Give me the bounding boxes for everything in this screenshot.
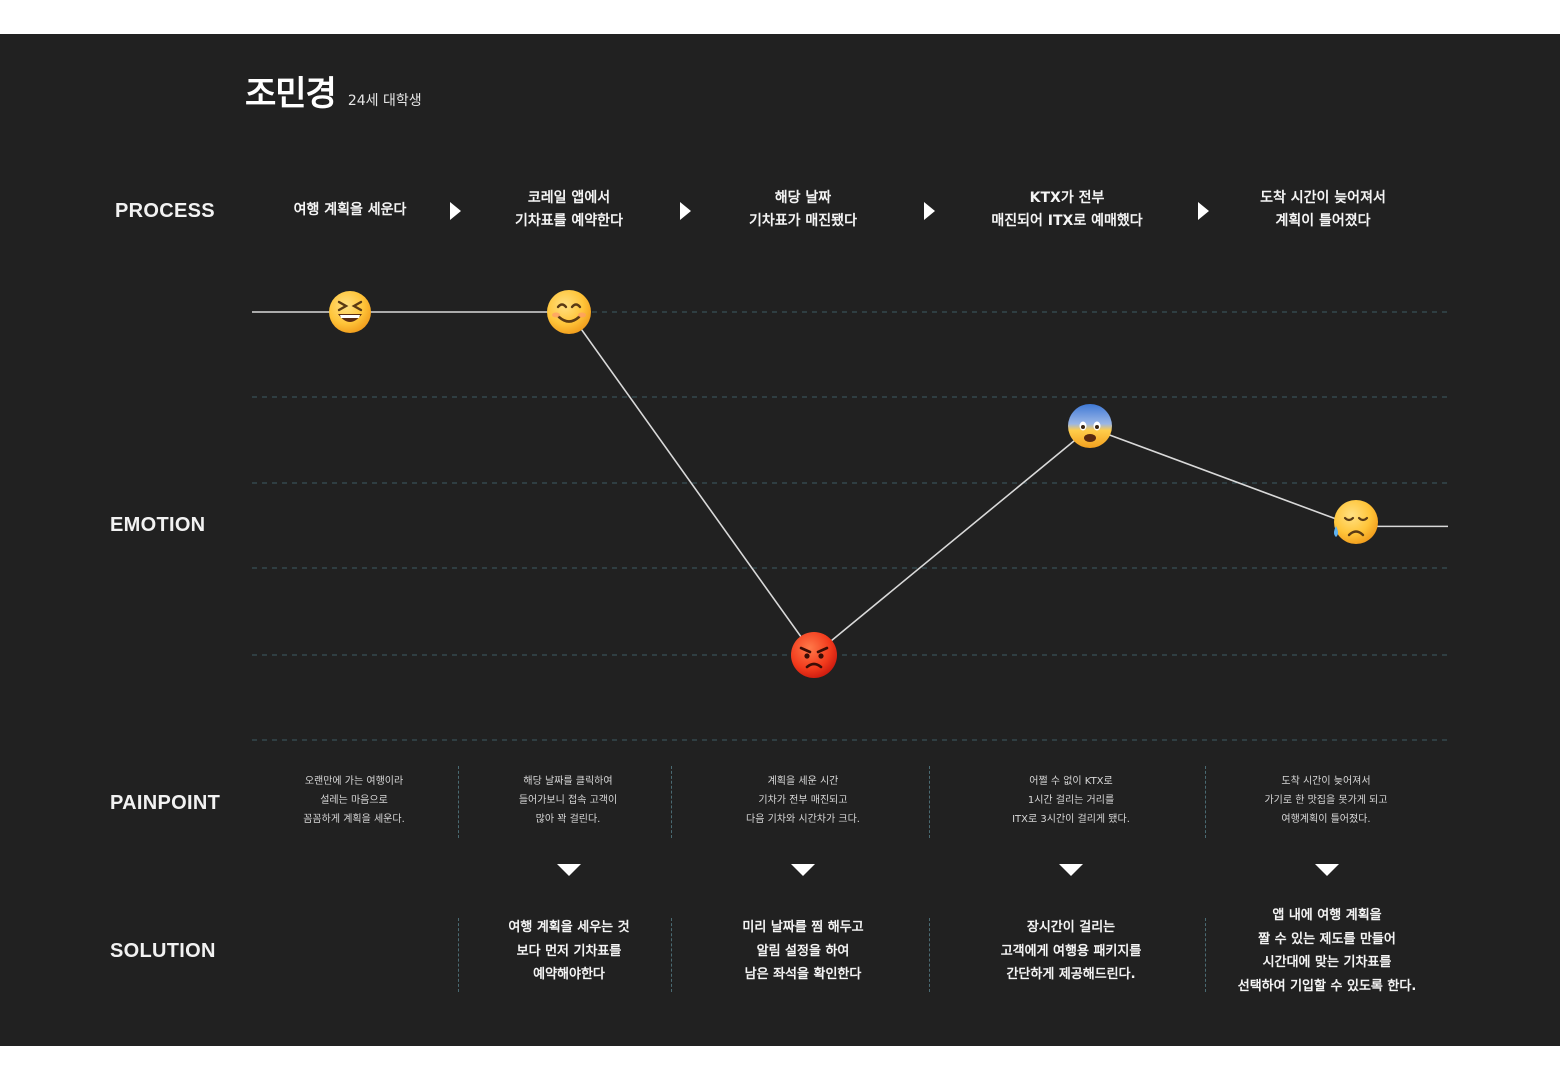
process-arrow-1-icon — [450, 202, 461, 220]
process-step-5: 도착 시간이 늦어져서 계획이 틀어졌다 — [1260, 190, 1386, 229]
solution-arrow-3-icon — [791, 864, 815, 876]
painpoint-2: 해당 날짜를 클릭하여 들어가보니 접속 고객이 많아 꽉 걸린다. — [518, 776, 618, 825]
process-arrow-2-icon — [680, 202, 691, 220]
painpoint-5: 도착 시간이 늦어져서 가기로 한 맛집을 못가게 되고 여행계획이 틀어졌다. — [1264, 776, 1388, 825]
painpoint-row-label: PAINPOINT — [110, 792, 221, 814]
persona-meta: 24세 대학생 — [347, 93, 422, 109]
process-step-2: 코레일 앱에서 기차표를 예약한다 — [515, 190, 623, 229]
column-separator — [1205, 766, 1206, 838]
process-step-1: 여행 계획을 세운다 — [293, 202, 407, 218]
column-separator — [929, 766, 930, 838]
journey-map-board — [0, 34, 1560, 1046]
solution-row-label: SOLUTION — [110, 940, 216, 962]
process-step-4: KTX가 전부 매진되어 ITX로 예매했다 — [991, 190, 1143, 229]
painpoint-4: 어쩔 수 없이 KTX로 1시간 걸리는 거리를 ITX로 3시간이 걸리게 됐… — [1012, 776, 1130, 825]
sad-sweat-face-icon — [1334, 500, 1378, 544]
process-arrow-3-icon — [924, 202, 935, 220]
column-separator — [1205, 918, 1206, 992]
persona-header: 조민경 24세 대학생 — [245, 66, 422, 115]
column-separator — [458, 918, 459, 992]
painpoint-3: 계획을 세운 시간 기차가 전부 매진되고 다음 기차와 시간차가 크다. — [746, 776, 860, 825]
persona-name: 조민경 — [245, 74, 337, 114]
painpoint-1: 오랜만에 가는 여행이라 설레는 마음으로 꼼꼼하게 계획을 세운다. — [303, 776, 405, 825]
emotion-row-label: EMOTION — [110, 514, 206, 536]
angry-face-icon — [791, 632, 837, 678]
solution-arrow-4-icon — [1059, 864, 1083, 876]
process-arrow-4-icon — [1198, 202, 1209, 220]
column-separator — [929, 918, 930, 992]
process-row-label: PROCESS — [115, 200, 215, 222]
smiling-face-icon — [547, 290, 591, 334]
grinning-squinting-face-icon — [329, 291, 371, 333]
anxious-face-icon — [1068, 404, 1112, 448]
solution-arrow-2-icon — [557, 864, 581, 876]
column-separator — [671, 918, 672, 992]
solution-3: 미리 날짜를 찜 해두고 알림 설정을 하여 남은 좌석을 확인한다 — [742, 920, 864, 982]
solution-4: 장시간이 걸리는 고객에게 여행용 패키지를 간단하게 제공해드린다. — [1000, 920, 1142, 982]
column-separator — [458, 766, 459, 838]
solution-5: 앱 내에 여행 계획을 짤 수 있는 제도를 만들어 시간대에 맞는 기차표를 … — [1237, 908, 1417, 994]
solution-2: 여행 계획을 세우는 것 보다 먼저 기차표를 예약해야한다 — [508, 920, 630, 982]
process-step-3: 해당 날짜 기차표가 매진됐다 — [749, 190, 857, 229]
solution-arrow-5-icon — [1315, 864, 1339, 876]
column-separator — [671, 766, 672, 838]
